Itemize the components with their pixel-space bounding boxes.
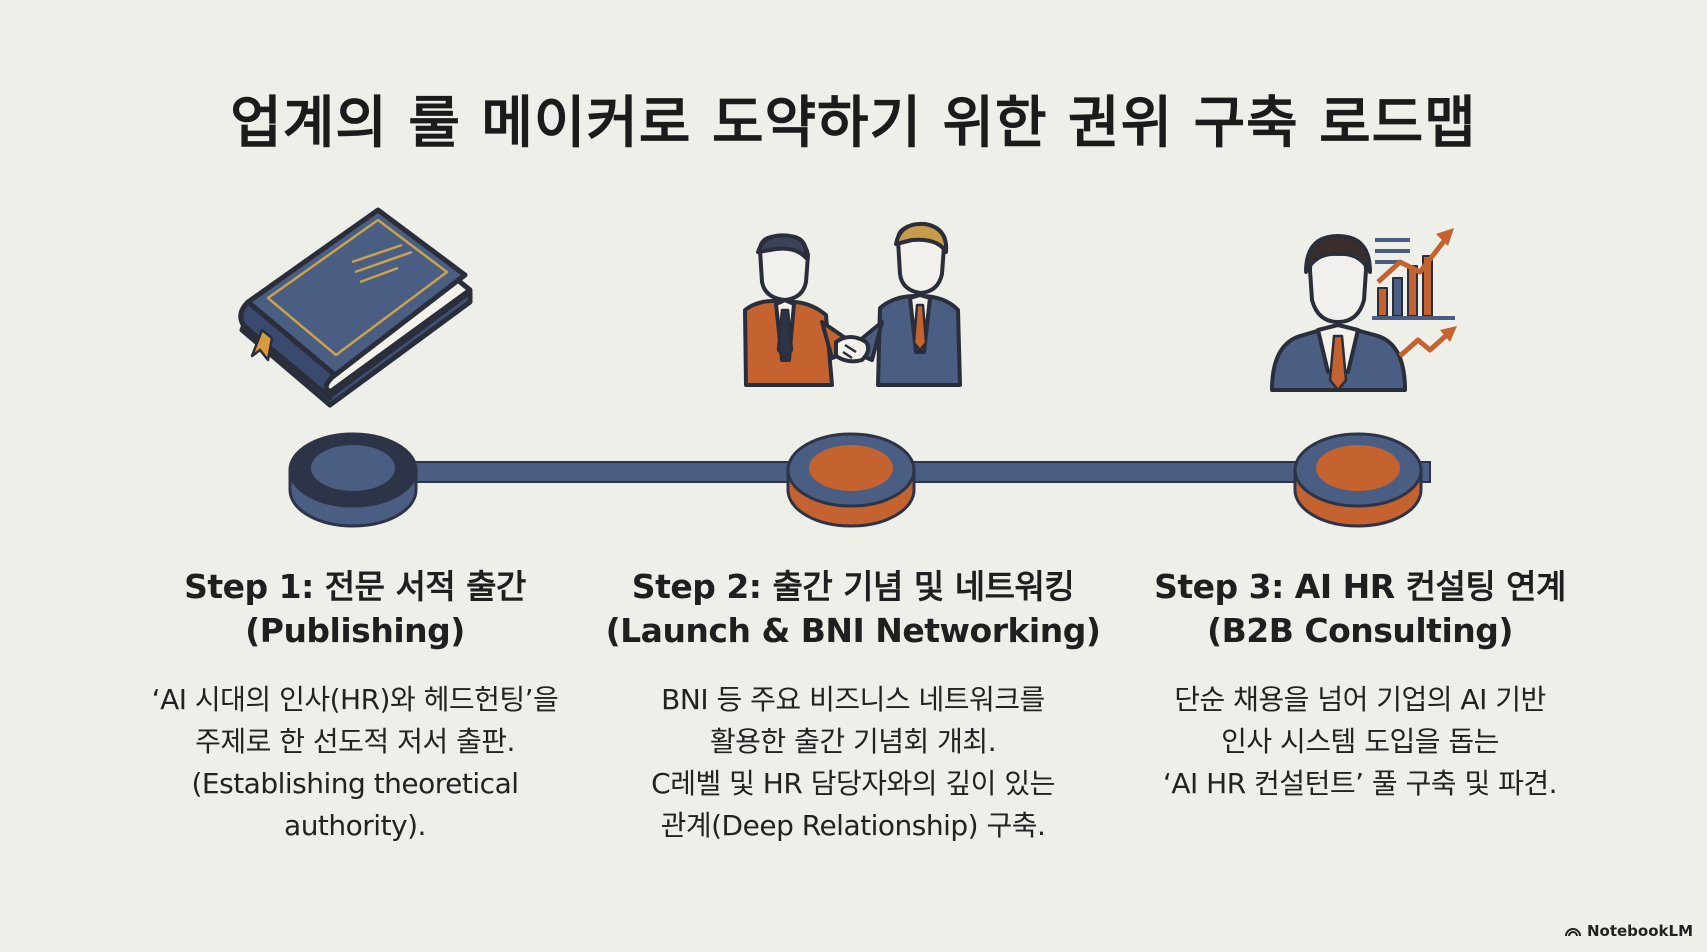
timeline-node-3 xyxy=(1293,432,1423,528)
step-1-column: Step 1: 전문 서적 출간 (Publishing) ‘AI 시대의 인사… xyxy=(95,565,615,847)
step-2-title: Step 2: 출간 기념 및 네트워킹 (Launch & BNI Netwo… xyxy=(605,567,1101,650)
step-3-column: Step 3: AI HR 컨설팅 연계 (B2B Consulting) 단순… xyxy=(1100,565,1620,805)
step-1-description: ‘AI 시대의 인사(HR)와 헤드헌팅’을 주제로 한 선도적 저서 출판. … xyxy=(151,683,559,842)
step-1-title: Step 1: 전문 서적 출간 (Publishing) xyxy=(184,567,526,650)
consultant-growth-chart-icon xyxy=(1270,228,1457,392)
page-title: 업계의 룰 메이커로 도약하기 위한 권위 구축 로드맵 xyxy=(230,91,1477,156)
step-2-column: Step 2: 출간 기념 및 네트워킹 (Launch & BNI Netwo… xyxy=(593,565,1113,847)
handshake-icon xyxy=(743,221,962,387)
timeline-node-1 xyxy=(288,432,418,528)
step-3-title: Step 3: AI HR 컨설팅 연계 (B2B Consulting) xyxy=(1154,567,1566,650)
step-2-description: BNI 등 주요 비즈니스 네트워크를 활용한 출간 기념회 개최. C레벨 및… xyxy=(651,683,1055,842)
brand-label: NotebookLM xyxy=(1586,922,1693,940)
book-icon xyxy=(238,207,473,408)
notebooklm-brand: NotebookLM xyxy=(1564,922,1693,940)
timeline-node-2 xyxy=(786,432,916,528)
notebooklm-logo-icon xyxy=(1564,928,1581,937)
step-3-description: 단순 채용을 넘어 기업의 AI 기반 인사 시스템 도입을 돕는 ‘AI HR… xyxy=(1162,683,1558,800)
